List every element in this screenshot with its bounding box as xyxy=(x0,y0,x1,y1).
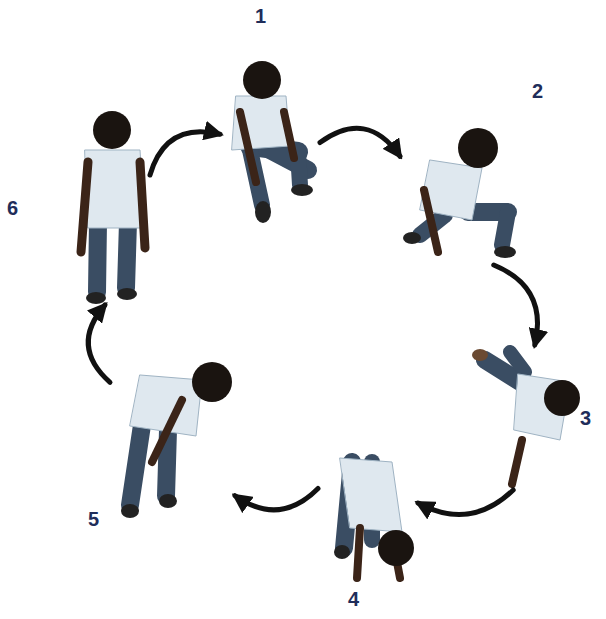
tilting-child xyxy=(472,349,580,484)
callout-number: 4 xyxy=(348,588,359,610)
movement-step: 3 xyxy=(470,345,578,490)
crouching-child xyxy=(232,61,313,223)
standing-child xyxy=(81,111,145,304)
curved-arrow xyxy=(150,132,220,175)
movement-step: 1 xyxy=(220,60,320,225)
curved-arrow xyxy=(235,489,318,510)
bending-child xyxy=(334,458,414,578)
callout-number: 3 xyxy=(580,407,591,429)
curved-arrow xyxy=(320,128,400,156)
curved-arrow xyxy=(494,265,538,345)
callout-number: 5 xyxy=(88,508,99,530)
callout-number: 1 xyxy=(255,5,266,27)
bending-child xyxy=(121,362,232,518)
curved-arrow xyxy=(418,490,513,515)
movement-step: 5 xyxy=(110,358,235,520)
crouching-child xyxy=(403,128,516,258)
callout-number: 2 xyxy=(532,80,543,102)
movement-step: 6 xyxy=(75,105,150,305)
movement-step: 4 xyxy=(318,445,418,590)
curved-arrow xyxy=(88,305,110,382)
callout-number: 6 xyxy=(7,197,18,219)
movement-step: 2 xyxy=(400,120,525,265)
